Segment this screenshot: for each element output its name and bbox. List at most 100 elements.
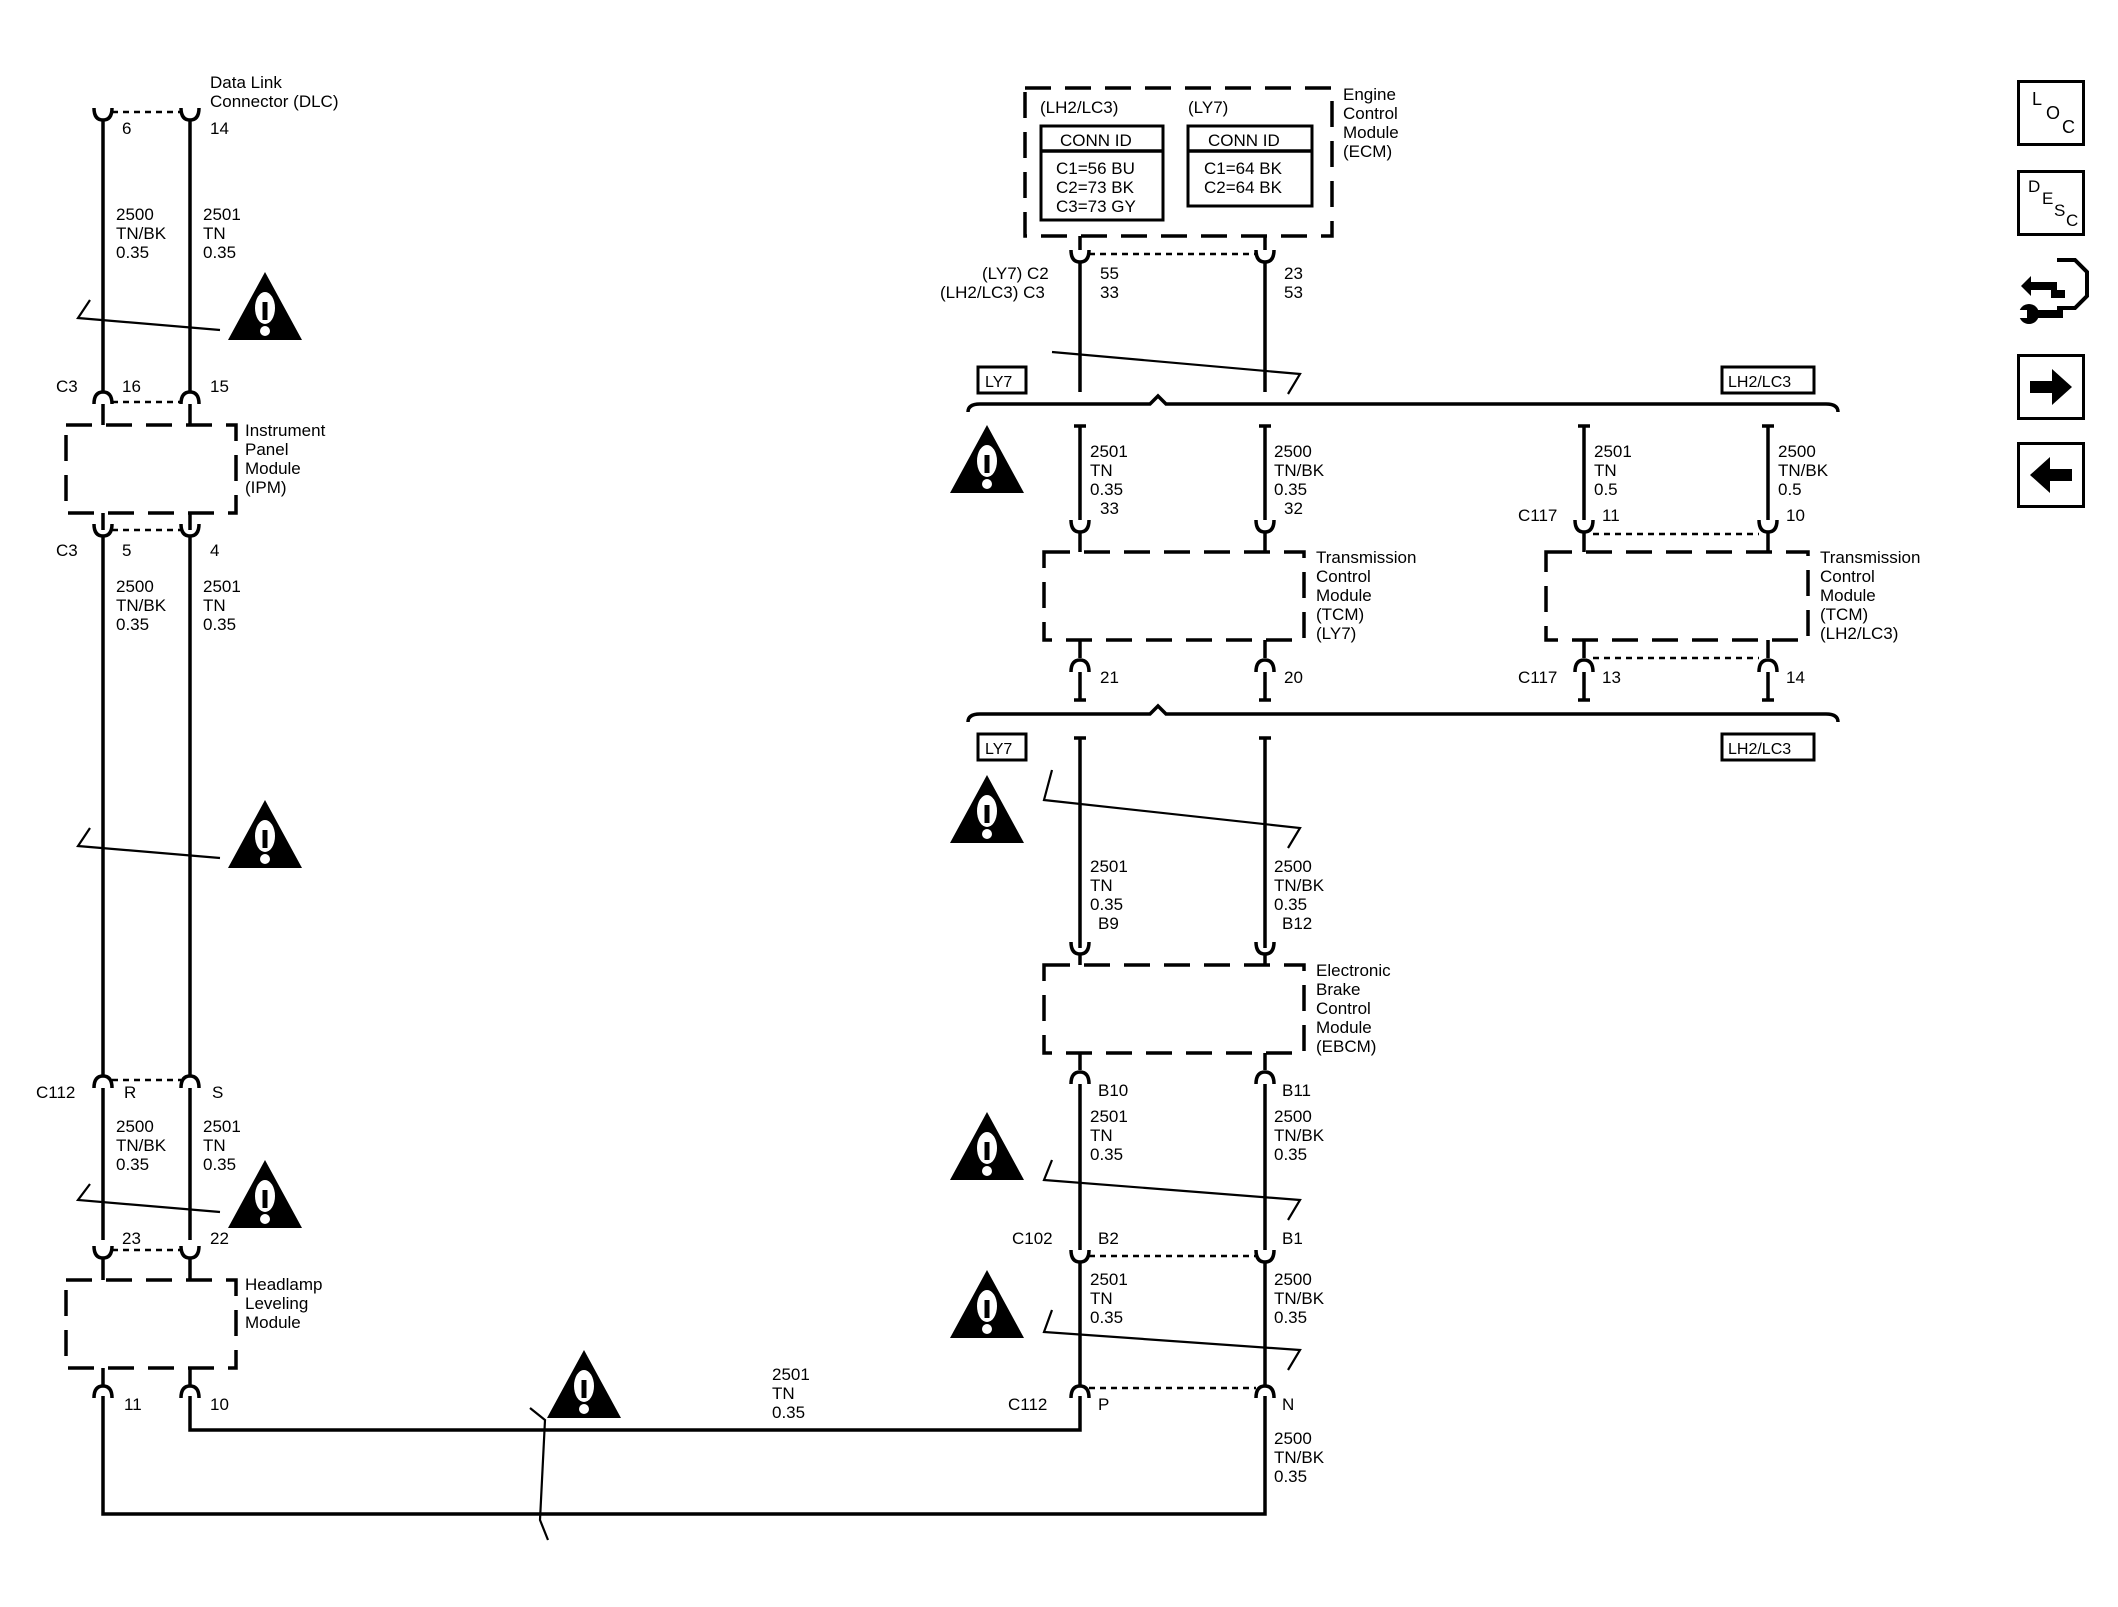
- dlc-pin-a: 6: [122, 119, 131, 138]
- svg-text:B10: B10: [1098, 1081, 1128, 1100]
- svg-text:Electronic: Electronic: [1316, 961, 1391, 980]
- svg-text:C117: C117: [1518, 506, 1557, 525]
- svg-text:(TCM): (TCM): [1316, 605, 1364, 624]
- break-symbol: [75, 1183, 221, 1214]
- c112-right-connector: C112 P N 2500 TN/BK 0.35: [1008, 1384, 1325, 1486]
- svg-text:4: 4: [210, 541, 219, 560]
- svg-text:2501: 2501: [1090, 857, 1128, 876]
- svg-text:22: 22: [210, 1229, 229, 1248]
- svg-text:TN/BK: TN/BK: [1274, 1289, 1325, 1308]
- option-brace: [966, 393, 1840, 413]
- svg-text:2501: 2501: [772, 1365, 810, 1384]
- svg-text:CONN ID: CONN ID: [1060, 131, 1132, 150]
- svg-text:TN/BK: TN/BK: [1274, 1126, 1325, 1145]
- svg-text:0.35: 0.35: [116, 1155, 149, 1174]
- connector-wrench-icon[interactable]: [2017, 256, 2089, 336]
- tcm-lh2-module: 2501 TN 0.5 C117 11 2500 TN/BK 0.5 10 Tr…: [1518, 424, 1920, 702]
- ipm-module: C3 16 15 Instrument Panel Module (IPM) C…: [56, 377, 326, 560]
- svg-text:TN/BK: TN/BK: [116, 224, 167, 243]
- svg-text:Module: Module: [1316, 586, 1372, 605]
- svg-text:TN/BK: TN/BK: [1274, 461, 1325, 480]
- svg-text:(LY7) C2: (LY7) C2: [982, 264, 1049, 283]
- dlc-pin-b: 14: [210, 119, 229, 138]
- tcm-ly7-module: 2501 TN 0.35 33 2500 TN/BK 0.35 32 Trans…: [1042, 424, 1416, 702]
- break-symbol: [1042, 1159, 1302, 1221]
- svg-text:C102: C102: [1012, 1229, 1053, 1248]
- svg-text:20: 20: [1284, 668, 1303, 687]
- svg-text:16: 16: [122, 377, 141, 396]
- svg-text:C2=73 BK: C2=73 BK: [1056, 178, 1135, 197]
- svg-text:2501: 2501: [203, 205, 241, 224]
- svg-text:(TCM): (TCM): [1820, 605, 1868, 624]
- wire-label-left-mid: 2500 TN/BK 0.35 2501 TN 0.35: [116, 577, 241, 634]
- break-symbol: [529, 1407, 550, 1541]
- conn-id-table-b: [1186, 124, 1314, 208]
- svg-text:C112: C112: [36, 1083, 75, 1102]
- svg-text:TN: TN: [1090, 461, 1113, 480]
- svg-text:B12: B12: [1282, 914, 1312, 933]
- svg-text:Transmission: Transmission: [1820, 548, 1920, 567]
- break-symbol: [1042, 769, 1302, 849]
- svg-text:Instrument: Instrument: [245, 421, 326, 440]
- svg-text:P: P: [1098, 1395, 1109, 1414]
- svg-text:2501: 2501: [203, 577, 241, 596]
- svg-text:TN: TN: [203, 596, 226, 615]
- headlamp-leveling-module: 23 22 Headlamp Leveling Module 11 10: [64, 1229, 323, 1414]
- svg-text:Headlamp: Headlamp: [245, 1275, 323, 1294]
- svg-text:LY7: LY7: [985, 741, 1012, 758]
- svg-text:2501: 2501: [203, 1117, 241, 1136]
- option-tag-lh2-bottom: LH2/LC3: [1720, 732, 1816, 762]
- svg-text:TN/BK: TN/BK: [1274, 876, 1325, 895]
- wire-tn-bk-return: [101, 1396, 1267, 1516]
- warning-icon: [228, 1160, 302, 1228]
- svg-text:0.35: 0.35: [1274, 895, 1307, 914]
- conn-id-table-a: [1039, 124, 1165, 222]
- svg-text:C117: C117: [1518, 668, 1557, 687]
- svg-text:Module: Module: [1316, 1018, 1372, 1037]
- svg-text:(LY7): (LY7): [1316, 624, 1356, 643]
- svg-text:14: 14: [1786, 668, 1805, 687]
- svg-text:Control: Control: [1343, 104, 1398, 123]
- wire-label-low-right: 2501 TN 0.35 2500 TN/BK 0.35: [1090, 1270, 1325, 1327]
- svg-text:LH2/LC3: LH2/LC3: [1728, 374, 1791, 391]
- dlc-connector: Data Link Connector (DLC) 6 14: [92, 73, 339, 138]
- svg-text:C3: C3: [56, 541, 78, 560]
- svg-text:0.35: 0.35: [1090, 895, 1123, 914]
- desc-button[interactable]: D E S C: [2017, 170, 2085, 236]
- c112-left-connector: C112 R S: [36, 1060, 223, 1102]
- svg-text:Module: Module: [245, 459, 301, 478]
- svg-text:(LY7): (LY7): [1188, 98, 1228, 117]
- svg-text:B9: B9: [1098, 914, 1119, 933]
- svg-text:2500: 2500: [116, 1117, 154, 1136]
- loc-button[interactable]: L O C: [2017, 80, 2085, 146]
- svg-text:TN/BK: TN/BK: [1778, 461, 1829, 480]
- svg-text:LY7: LY7: [985, 374, 1012, 391]
- svg-text:0.35: 0.35: [1090, 1145, 1123, 1164]
- option-brace: [966, 703, 1840, 723]
- next-arrow-button[interactable]: [2017, 354, 2085, 420]
- svg-text:55: 55: [1100, 264, 1119, 283]
- svg-text:C2=64 BK: C2=64 BK: [1204, 178, 1283, 197]
- svg-text:(EBCM): (EBCM): [1316, 1037, 1376, 1056]
- svg-text:TN: TN: [1090, 1289, 1113, 1308]
- svg-text:0.35: 0.35: [116, 243, 149, 262]
- svg-text:TN: TN: [772, 1384, 795, 1403]
- svg-text:TN: TN: [1090, 876, 1113, 895]
- svg-text:0.35: 0.35: [203, 243, 236, 262]
- svg-text:Control: Control: [1316, 567, 1371, 586]
- dlc-title-1: Data Link: [210, 73, 282, 92]
- svg-text:2501: 2501: [1090, 1107, 1128, 1126]
- svg-text:2500: 2500: [1274, 1107, 1312, 1126]
- svg-text:2500: 2500: [1274, 442, 1312, 461]
- svg-text:Brake: Brake: [1316, 980, 1360, 999]
- ebcm-module: 2501 TN 0.35 B9 2500 TN/BK 0.35 B12 Elec…: [1042, 857, 1391, 1164]
- svg-text:13: 13: [1602, 668, 1621, 687]
- svg-text:TN: TN: [203, 224, 226, 243]
- svg-text:0.35: 0.35: [1274, 1308, 1307, 1327]
- svg-text:Module: Module: [1820, 586, 1876, 605]
- svg-text:R: R: [124, 1083, 136, 1102]
- svg-text:0.35: 0.35: [1090, 1308, 1123, 1327]
- svg-text:N: N: [1282, 1395, 1294, 1414]
- svg-text:33: 33: [1100, 499, 1119, 518]
- prev-arrow-button[interactable]: [2017, 442, 2085, 508]
